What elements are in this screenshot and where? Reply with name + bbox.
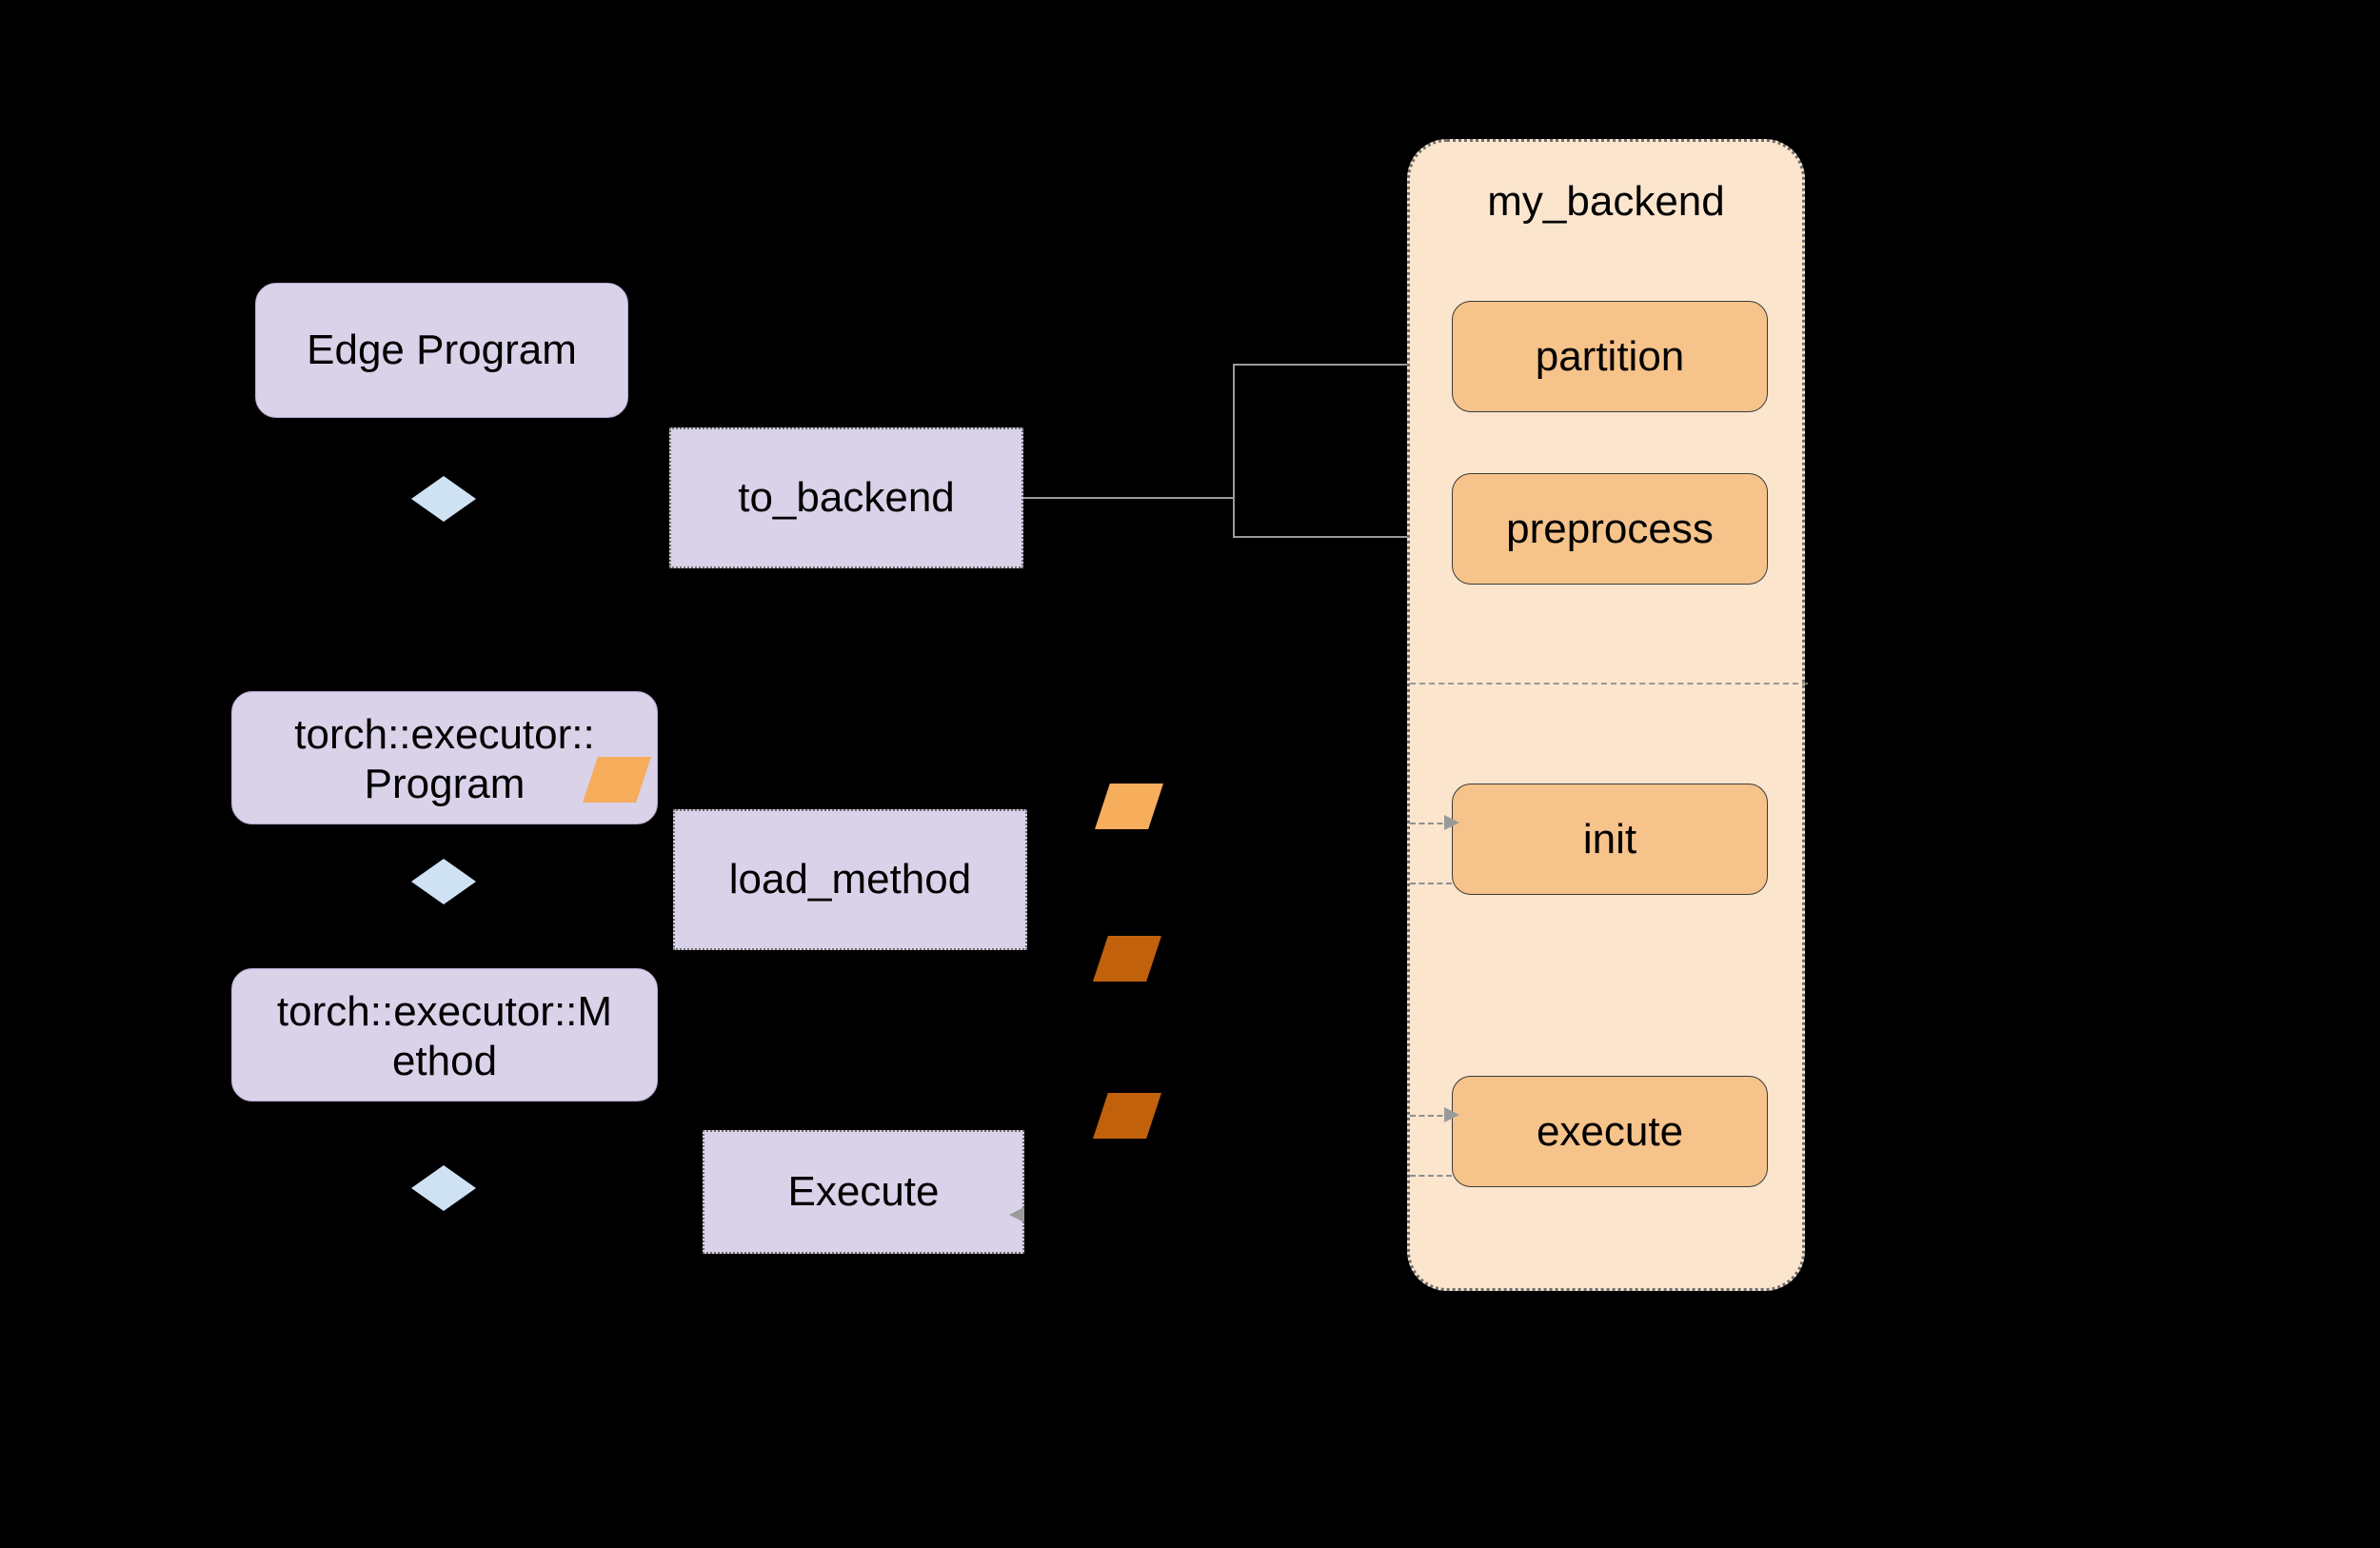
node-executor-method[interactable]: torch::executor::M ethod bbox=[231, 968, 658, 1101]
connector-fork-vertical bbox=[1233, 364, 1235, 536]
backend-container: my_backend partition preprocess init exe… bbox=[1407, 139, 1808, 1291]
node-edge-program-label: Edge Program bbox=[307, 327, 577, 374]
connector-execute-out bbox=[1410, 1175, 1452, 1177]
api-box-init-label: init bbox=[1582, 815, 1637, 863]
node-edge-program[interactable]: Edge Program bbox=[255, 283, 628, 418]
backend-section-divider bbox=[1410, 683, 1808, 685]
connector-branch-preprocess bbox=[1233, 536, 1438, 538]
arrowhead-init bbox=[1444, 815, 1459, 830]
node-load-method[interactable]: load_method bbox=[673, 809, 1027, 950]
diamond-icon bbox=[411, 476, 476, 522]
connector-branch-partition bbox=[1233, 364, 1438, 366]
node-load-method-label: load_method bbox=[728, 856, 972, 903]
connector-execute-in bbox=[1410, 1115, 1452, 1117]
diamond-icon bbox=[411, 1165, 476, 1211]
api-box-execute[interactable]: execute bbox=[1452, 1076, 1768, 1187]
parallelogram-execute-icon bbox=[1093, 1093, 1161, 1139]
node-executor-program-label-line2: Program bbox=[364, 761, 526, 807]
parallelogram-load-method-lower-icon bbox=[1093, 936, 1161, 982]
connector-init-in bbox=[1410, 823, 1452, 824]
backend-title: my_backend bbox=[1487, 178, 1725, 225]
node-executor-method-label-line1: torch::executor::M bbox=[276, 988, 613, 1036]
diamond-after-executor-method bbox=[411, 1165, 476, 1211]
api-box-execute-label: execute bbox=[1536, 1107, 1684, 1155]
diamond-icon bbox=[411, 859, 476, 904]
diamond-after-edge-program bbox=[411, 476, 476, 522]
api-box-preprocess[interactable]: preprocess bbox=[1452, 473, 1768, 585]
connector-init-out bbox=[1410, 883, 1452, 884]
api-box-partition[interactable]: partition bbox=[1452, 301, 1768, 412]
api-box-preprocess-label: preprocess bbox=[1506, 505, 1714, 552]
node-executor-program[interactable]: torch::executor:: Program bbox=[231, 691, 658, 824]
parallelogram-load-method-upper-icon bbox=[1095, 784, 1163, 829]
arrowhead-return-execute bbox=[1009, 1207, 1024, 1222]
node-to-backend[interactable]: to_backend bbox=[669, 427, 1023, 568]
api-box-partition-label: partition bbox=[1535, 332, 1685, 380]
arrowhead-execute bbox=[1444, 1107, 1459, 1122]
connector-to-backend-stem bbox=[1023, 497, 1233, 499]
node-execute-call-label: Execute bbox=[787, 1168, 940, 1216]
node-executor-method-label-line2: ethod bbox=[391, 1038, 498, 1084]
api-box-init[interactable]: init bbox=[1452, 784, 1768, 895]
node-execute-call[interactable]: Execute bbox=[703, 1130, 1024, 1254]
node-executor-program-label-line1: torch::executor:: bbox=[294, 711, 595, 759]
node-to-backend-label: to_backend bbox=[738, 474, 955, 522]
diamond-after-executor-program bbox=[411, 859, 476, 904]
